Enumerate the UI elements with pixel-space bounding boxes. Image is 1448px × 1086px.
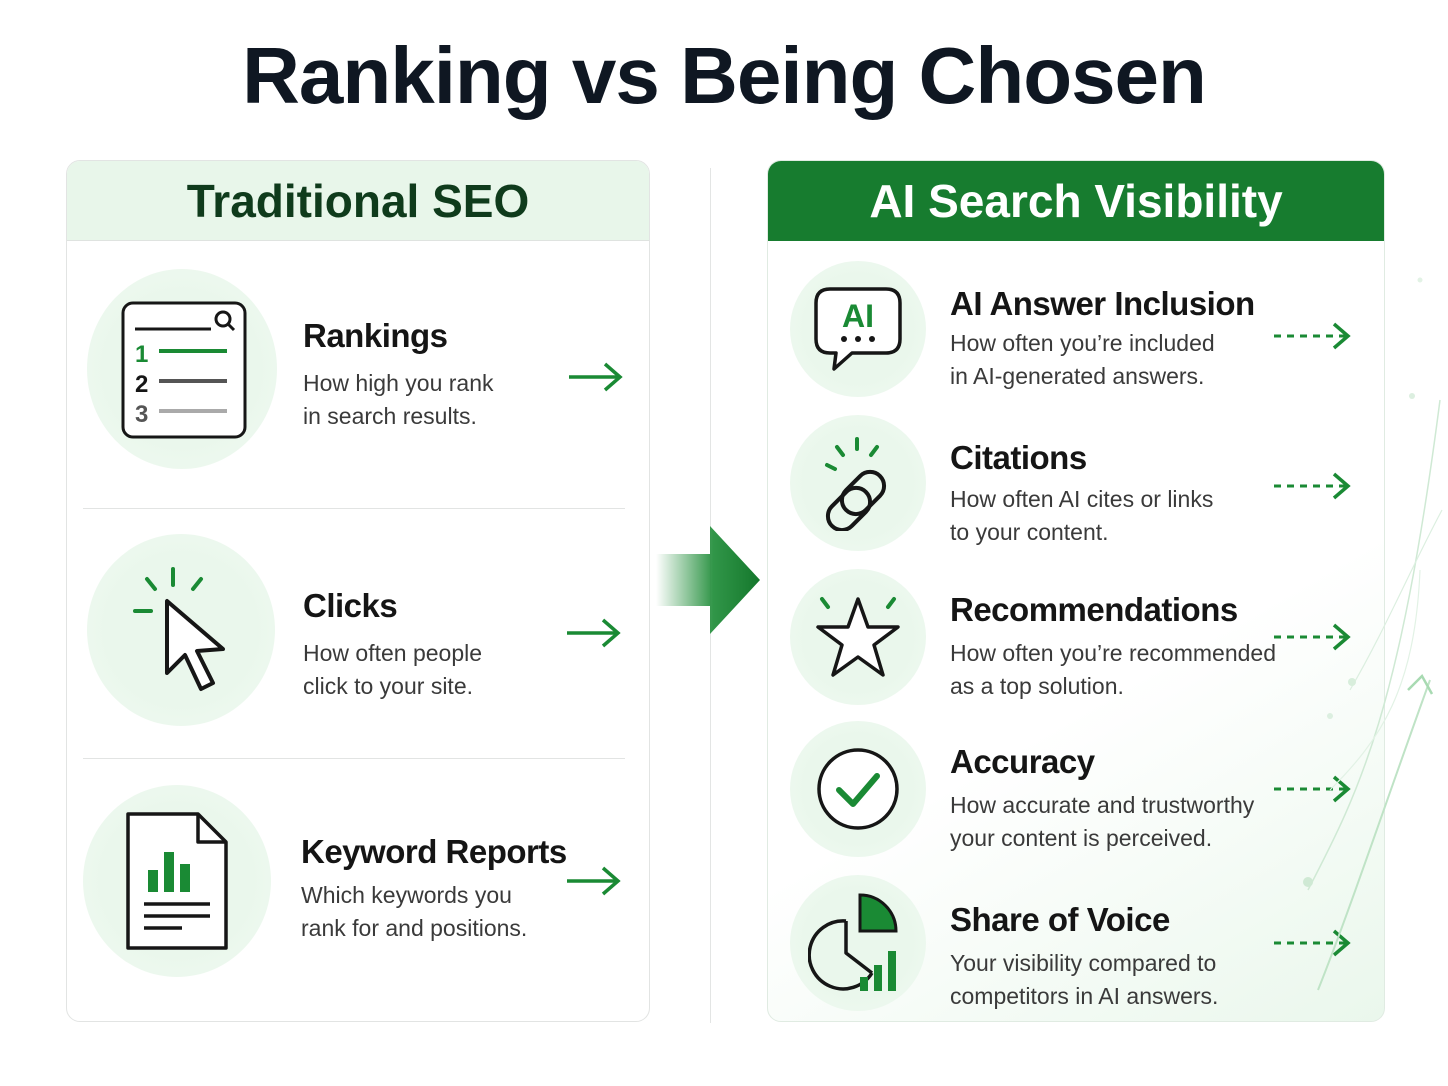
page-title: Ranking vs Being Chosen [242, 31, 1207, 120]
accuracy-description: How accurate and trustworthy your conten… [950, 792, 1255, 851]
check-circle-icon [790, 721, 926, 857]
row-divider [83, 508, 625, 509]
transition-arrow-icon [656, 526, 760, 634]
citations-row: Citations How often AI cites or links to… [768, 395, 1384, 551]
pie-bar-chart-icon [790, 875, 926, 1011]
arrow-right-icon [567, 866, 621, 896]
clicks-row: Clicks How often people click to your si… [67, 509, 649, 759]
report-document-icon [83, 785, 271, 977]
ai-search-visibility-panel: AI Search Visibility AI AI Answer Inclus… [767, 160, 1385, 1022]
clicks-description: How often people click to your site. [303, 640, 483, 699]
ai-chat-bubble-icon: AI [790, 261, 926, 397]
recommendations-description: How often you’re recommended as a top so… [950, 640, 1276, 699]
keyword-reports-title: Keyword Reports [301, 833, 567, 870]
traditional-seo-panel: Traditional SEO 1 2 3 Rankings How high … [66, 160, 650, 1022]
dashed-arrow-right-icon [1274, 472, 1351, 500]
list-number-1: 1 [135, 341, 148, 368]
citations-title: Citations [950, 439, 1087, 476]
list-number-2: 2 [135, 371, 148, 398]
dashed-arrow-right-icon [1274, 623, 1351, 651]
keyword-reports-description: Which keywords you rank for and position… [301, 882, 528, 941]
recommendations-title: Recommendations [950, 591, 1238, 628]
arrow-right-icon [567, 618, 621, 648]
citations-description: How often AI cites or links to your cont… [950, 486, 1214, 545]
ai-icon-label: AI [842, 298, 874, 334]
accuracy-row: Accuracy How accurate and trustworthy yo… [768, 703, 1384, 857]
keyword-reports-row: Keyword Reports Which keywords you rank … [67, 759, 649, 1021]
ai-answer-inclusion-row: AI AI Answer Inclusion How often you’re … [768, 241, 1384, 397]
ai-search-visibility-heading: AI Search Visibility [768, 161, 1384, 241]
rankings-description: How high you rank in search results. [303, 370, 494, 429]
clicks-title: Clicks [303, 587, 398, 624]
star-icon [790, 569, 926, 705]
row-divider [83, 758, 625, 759]
decorative-network-lines [1303, 277, 1443, 991]
share-of-voice-title: Share of Voice [950, 901, 1170, 938]
dashed-arrow-right-icon [1274, 322, 1351, 350]
ai-answer-inclusion-description: How often you’re included in AI-generate… [950, 330, 1215, 389]
ranked-list-icon: 1 2 3 [87, 269, 277, 469]
ai-answer-inclusion-title: AI Answer Inclusion [950, 285, 1255, 322]
list-number-3: 3 [135, 401, 148, 428]
rankings-title: Rankings [303, 317, 448, 354]
accuracy-title: Accuracy [950, 743, 1095, 780]
arrow-right-icon [569, 362, 623, 392]
cursor-click-icon [87, 534, 275, 726]
chain-link-icon [790, 415, 926, 551]
rankings-row: 1 2 3 Rankings How high you rank in sear… [67, 241, 649, 509]
recommendations-row: Recommendations How often you’re recomme… [768, 549, 1384, 705]
share-of-voice-description: Your visibility compared to competitors … [950, 950, 1219, 1009]
traditional-seo-heading: Traditional SEO [67, 161, 649, 241]
share-of-voice-row: Share of Voice Your visibility compared … [768, 857, 1384, 1021]
